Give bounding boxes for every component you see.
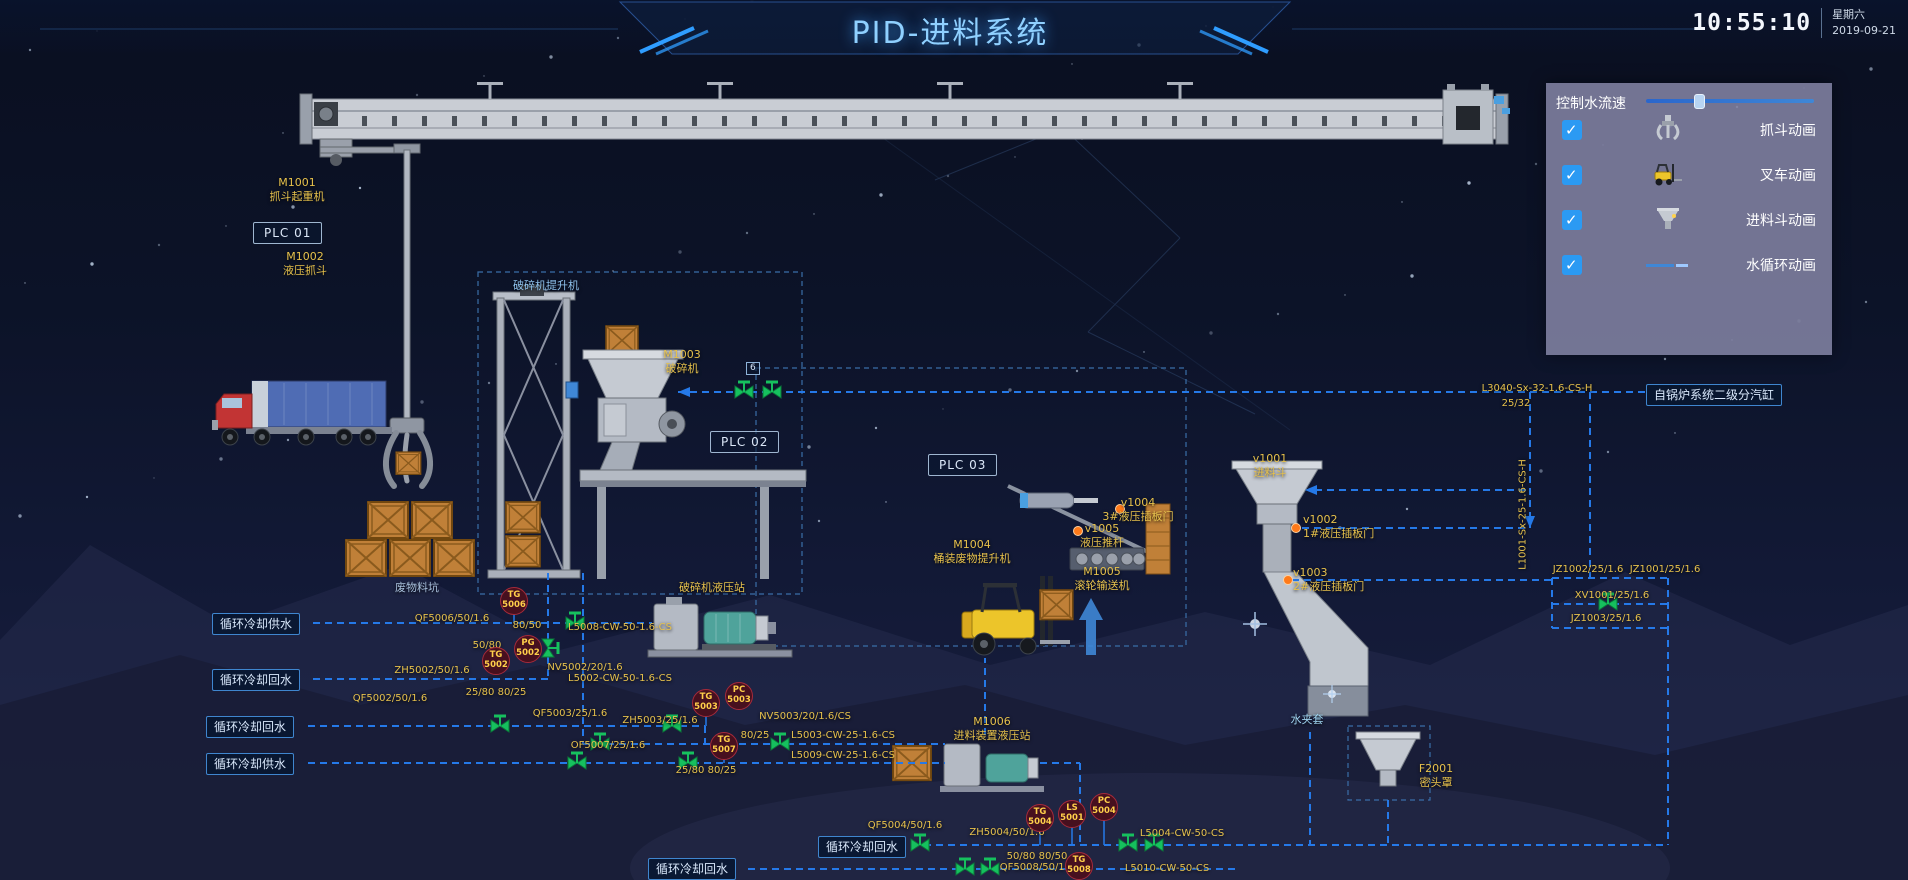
flow-speed-label: 控制水流速 (1556, 96, 1626, 112)
option-row-grab: 抓斗动画 (1546, 107, 1832, 153)
checkbox-grab-animation[interactable] (1562, 120, 1582, 140)
clock-divider (1821, 7, 1823, 38)
level-sensor (565, 381, 579, 399)
water-jacket (1307, 685, 1369, 717)
crane-rail (299, 82, 1510, 145)
roller-conveyor (1069, 503, 1171, 575)
crusher-hydraulic-station (647, 597, 793, 658)
animation-control-panel: 控制水流速 抓斗动画 (1546, 83, 1832, 355)
header-bar: PID-进料系统 10:55:10 星期六 2019-09-21 (0, 0, 1908, 56)
up-arrow (1079, 598, 1103, 655)
flow-speed-slider[interactable] (1646, 93, 1814, 109)
checkbox-forklift-animation[interactable] (1562, 165, 1582, 185)
dashed-group-boxes (477, 271, 1431, 801)
feeder-hydraulic-station (892, 743, 1044, 792)
truck (212, 380, 392, 446)
seal-hood (1355, 731, 1421, 787)
water-line-icon (1634, 256, 1702, 275)
option-row-water: 水循环动画 (1546, 242, 1832, 288)
grab-claw (383, 417, 433, 489)
option-row-hopper: 进料斗动画 (1546, 197, 1832, 243)
feed-hopper-icon (1634, 203, 1702, 237)
crane-trolley (1442, 84, 1510, 145)
water-glow (1243, 612, 1341, 703)
option-label-forklift: 叉车动画 (1760, 168, 1816, 184)
process-pipes (308, 391, 1669, 870)
clock-weekday: 星期六 (1832, 8, 1866, 21)
sensor-stems (513, 610, 1105, 845)
grab-claw-icon (1634, 113, 1702, 147)
checkbox-water-animation[interactable] (1562, 255, 1582, 275)
constellation-lines (829, 99, 1291, 431)
option-label-hopper: 进料斗动画 (1746, 213, 1816, 229)
feed-hopper (1231, 460, 1369, 717)
forklift-icon (1634, 158, 1702, 192)
header-decoration (40, 1, 1700, 56)
page-title: PID-进料系统 (851, 16, 1049, 51)
clock-date: 2019-09-21 (1832, 23, 1896, 37)
clock-time: 10:55:10 (1692, 9, 1812, 36)
grab-hoist (319, 138, 421, 423)
gate-valve-dots[interactable] (1073, 504, 1301, 585)
clock: 10:55:10 星期六 2019-09-21 (1692, 7, 1896, 39)
waste-pit-crates (345, 501, 475, 577)
option-label-water: 水循环动画 (1746, 258, 1816, 274)
option-label-grab: 抓斗动画 (1760, 123, 1816, 139)
forklift (961, 576, 1074, 656)
option-row-forklift: 叉车动画 (1546, 152, 1832, 198)
crusher-elevator-tower (487, 284, 581, 579)
checkbox-hopper-animation[interactable] (1562, 210, 1582, 230)
slider-thumb[interactable] (1694, 94, 1705, 109)
barrel-elevator (1007, 484, 1149, 554)
flow-arrows (678, 387, 1535, 528)
slider-track[interactable] (1646, 99, 1814, 103)
crusher (565, 325, 807, 579)
